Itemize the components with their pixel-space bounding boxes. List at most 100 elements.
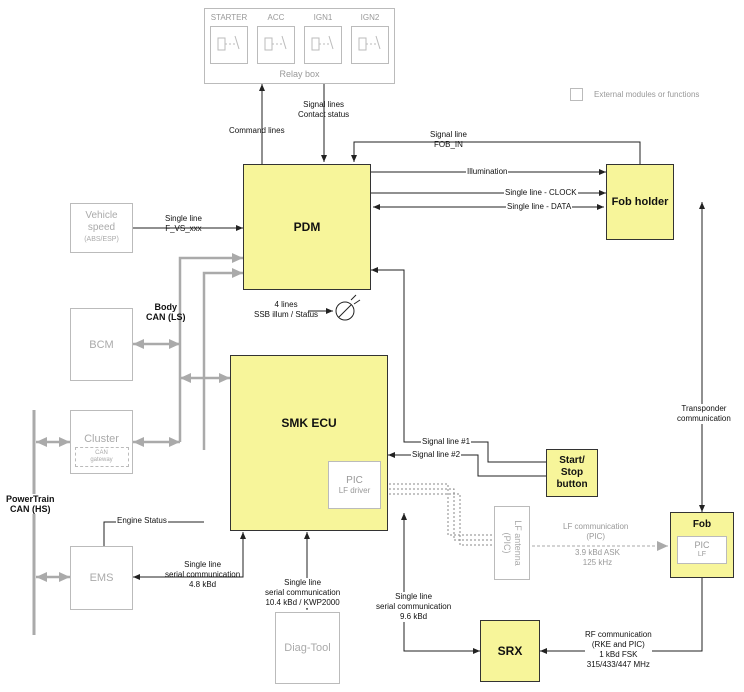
lf-antenna-module: LF antenna (PIC): [494, 506, 530, 580]
ems-comm-label-1: Single line: [184, 560, 222, 569]
signal-lines-label-2: Contact status: [298, 110, 350, 119]
rf-comm-label-4: 315/433/447 MHz: [586, 660, 650, 669]
lf-driver-wire-b: [381, 488, 492, 541]
start-stop-line-3: button: [556, 479, 588, 490]
signal-lines-label: Signal lines Contact status: [298, 100, 349, 120]
srx-comm-label-2: serial communication: [376, 602, 452, 611]
ems-module: EMS: [70, 546, 133, 610]
lf-antenna-text: LF antenna (PIC): [501, 520, 523, 566]
signal-line-1-wire: [371, 267, 546, 463]
fob-pic-box: PIC LF: [677, 536, 727, 564]
fob-label: Fob: [692, 519, 712, 530]
cluster-can-gateway: CAN gateway: [74, 447, 129, 467]
ems-comm-label-2: serial communication: [165, 570, 241, 579]
illumination-label: Illumination: [466, 167, 509, 177]
pic-lf-driver-sub: LF driver: [338, 486, 371, 495]
single-line-vs-label: Single line F_VS_xxx: [165, 214, 202, 234]
relay-box-title: Relay box: [279, 69, 320, 79]
relay-ign2: [351, 26, 389, 64]
engine-status-label: Engine Status: [116, 516, 168, 526]
powertrain-can-label-1: PowerTrain: [6, 494, 55, 504]
signal-lines-label-1: Signal lines: [303, 100, 345, 109]
fob-in-wire: [351, 141, 641, 164]
diag-comm-label-3: 10.4 kBd / KWP2000: [265, 598, 340, 607]
srx-comm-label-1: Single line: [395, 592, 433, 601]
start-stop-button: Start/ Stop button: [546, 449, 598, 497]
fob-lf-label: LF: [697, 551, 707, 558]
lf-comm-label-3: 3.9 kBd ASK: [575, 548, 620, 557]
transponder-label-1: Transponder: [681, 404, 727, 413]
vehicle-speed-line-1: Vehicle: [85, 210, 118, 221]
engine-status-wire: [103, 521, 204, 546]
cluster-can-line-1: CAN: [95, 450, 108, 456]
powertrain-can-label: PowerTrain CAN (HS): [6, 494, 55, 514]
pdm-module: PDM: [243, 164, 371, 290]
start-stop-line-1: Start/: [559, 455, 585, 466]
body-can-line-b: [202, 268, 243, 450]
pic-lf-driver-title: PIC: [346, 475, 363, 486]
fob-module: Fob PIC LF: [670, 512, 734, 578]
relay-ign1-label: IGN1: [313, 13, 333, 22]
diag-tool-module: Diag-Tool: [275, 612, 340, 684]
four-lines-label: 4 lines SSB illum / Status: [254, 300, 318, 320]
relay-box: Relay box: [204, 8, 395, 84]
body-can-label-2: CAN (LS): [146, 312, 186, 322]
lf-comm-label-lower: 3.9 kBd ASK 125 kHz: [575, 548, 620, 568]
vehicle-speed-line-3: (ABS/ESP): [84, 236, 119, 243]
lf-comm-label-1: LF communication: [563, 522, 629, 531]
body-can-label: Body CAN (LS): [146, 302, 186, 322]
four-lines-label-2: SSB illum / Status: [254, 310, 319, 319]
single-line-vs-label-2: F_VS_xxx: [165, 224, 202, 233]
transponder-label: Transponder communication: [677, 404, 731, 424]
srx-comm-label-3: 9.6 kBd: [400, 612, 428, 621]
ems-comm-label: Single line serial communication 4.8 kBd: [165, 560, 240, 590]
relay-acc: [257, 26, 295, 64]
relay-ign1: [304, 26, 342, 64]
relay-ign2-label: IGN2: [360, 13, 380, 22]
cluster-can-line-2: gateway: [90, 457, 113, 463]
lf-driver-wire-a: [381, 483, 492, 536]
srx-module: SRX: [480, 620, 540, 682]
signal-line-fob-label-1: Signal line: [430, 130, 467, 139]
relay-starter-label: STARTER: [210, 13, 248, 22]
lf-antenna-line-2: (PIC): [502, 532, 513, 554]
srx-comm-wire: [401, 513, 480, 654]
lf-comm-label: LF communication (PIC): [563, 522, 628, 542]
start-stop-line-2: Stop: [560, 467, 584, 478]
single-line-vs-label-1: Single line: [165, 214, 202, 223]
pic-lf-driver: PIC LF driver: [328, 461, 381, 509]
rf-comm-label-3: 1 kBd FSK: [599, 650, 638, 659]
body-can-label-1: Body: [154, 302, 178, 312]
transponder-label-2: communication: [677, 414, 731, 423]
fob-pic-label: PIC: [694, 540, 710, 550]
cluster-label: Cluster: [84, 433, 119, 445]
command-lines-label: Command lines: [229, 126, 285, 135]
smk-ecu-label: SMK ECU: [281, 416, 337, 430]
data-label: Single line - DATA: [506, 202, 573, 212]
ems-comm-label-3: 4.8 kBd: [189, 580, 217, 589]
vehicle-speed-module: Vehicle speed (ABS/ESP): [70, 203, 133, 253]
cluster-module: Cluster CAN gateway: [70, 410, 133, 474]
diag-comm-label: Single line serial communication 10.4 kB…: [265, 578, 341, 608]
signal-line-2-label: Signal line #2: [411, 450, 462, 460]
srx-comm-label: Single line serial communication 9.6 kBd: [376, 592, 452, 622]
rf-comm-label-2: (RKE and PIC): [591, 640, 645, 649]
rf-comm-label-1: RF communication: [585, 630, 652, 639]
signal-line-1-label: Signal line #1: [421, 437, 472, 447]
signal-line-fob-label: Signal line FOB_IN: [430, 130, 467, 150]
lf-driver-wire-c: [381, 493, 492, 546]
vehicle-speed-line-2: speed: [87, 222, 116, 233]
ems-comm-wire: [133, 532, 246, 580]
lf-comm-label-4: 125 kHz: [582, 558, 613, 567]
legend-swatch: [570, 88, 583, 101]
clock-label: Single line - CLOCK: [504, 188, 578, 198]
relay-starter: [210, 26, 248, 64]
lf-comm-label-2: (PIC): [586, 532, 606, 541]
lamp-icon: [335, 294, 361, 321]
lf-antenna-line-1: LF antenna: [513, 520, 524, 566]
legend-label: External modules or functions: [594, 90, 700, 99]
rf-comm-label: RF communication (RKE and PIC) 1 kBd FSK…: [585, 630, 652, 670]
fob-holder-module: Fob holder: [606, 164, 674, 240]
powertrain-can-label-2: CAN (HS): [10, 504, 51, 514]
